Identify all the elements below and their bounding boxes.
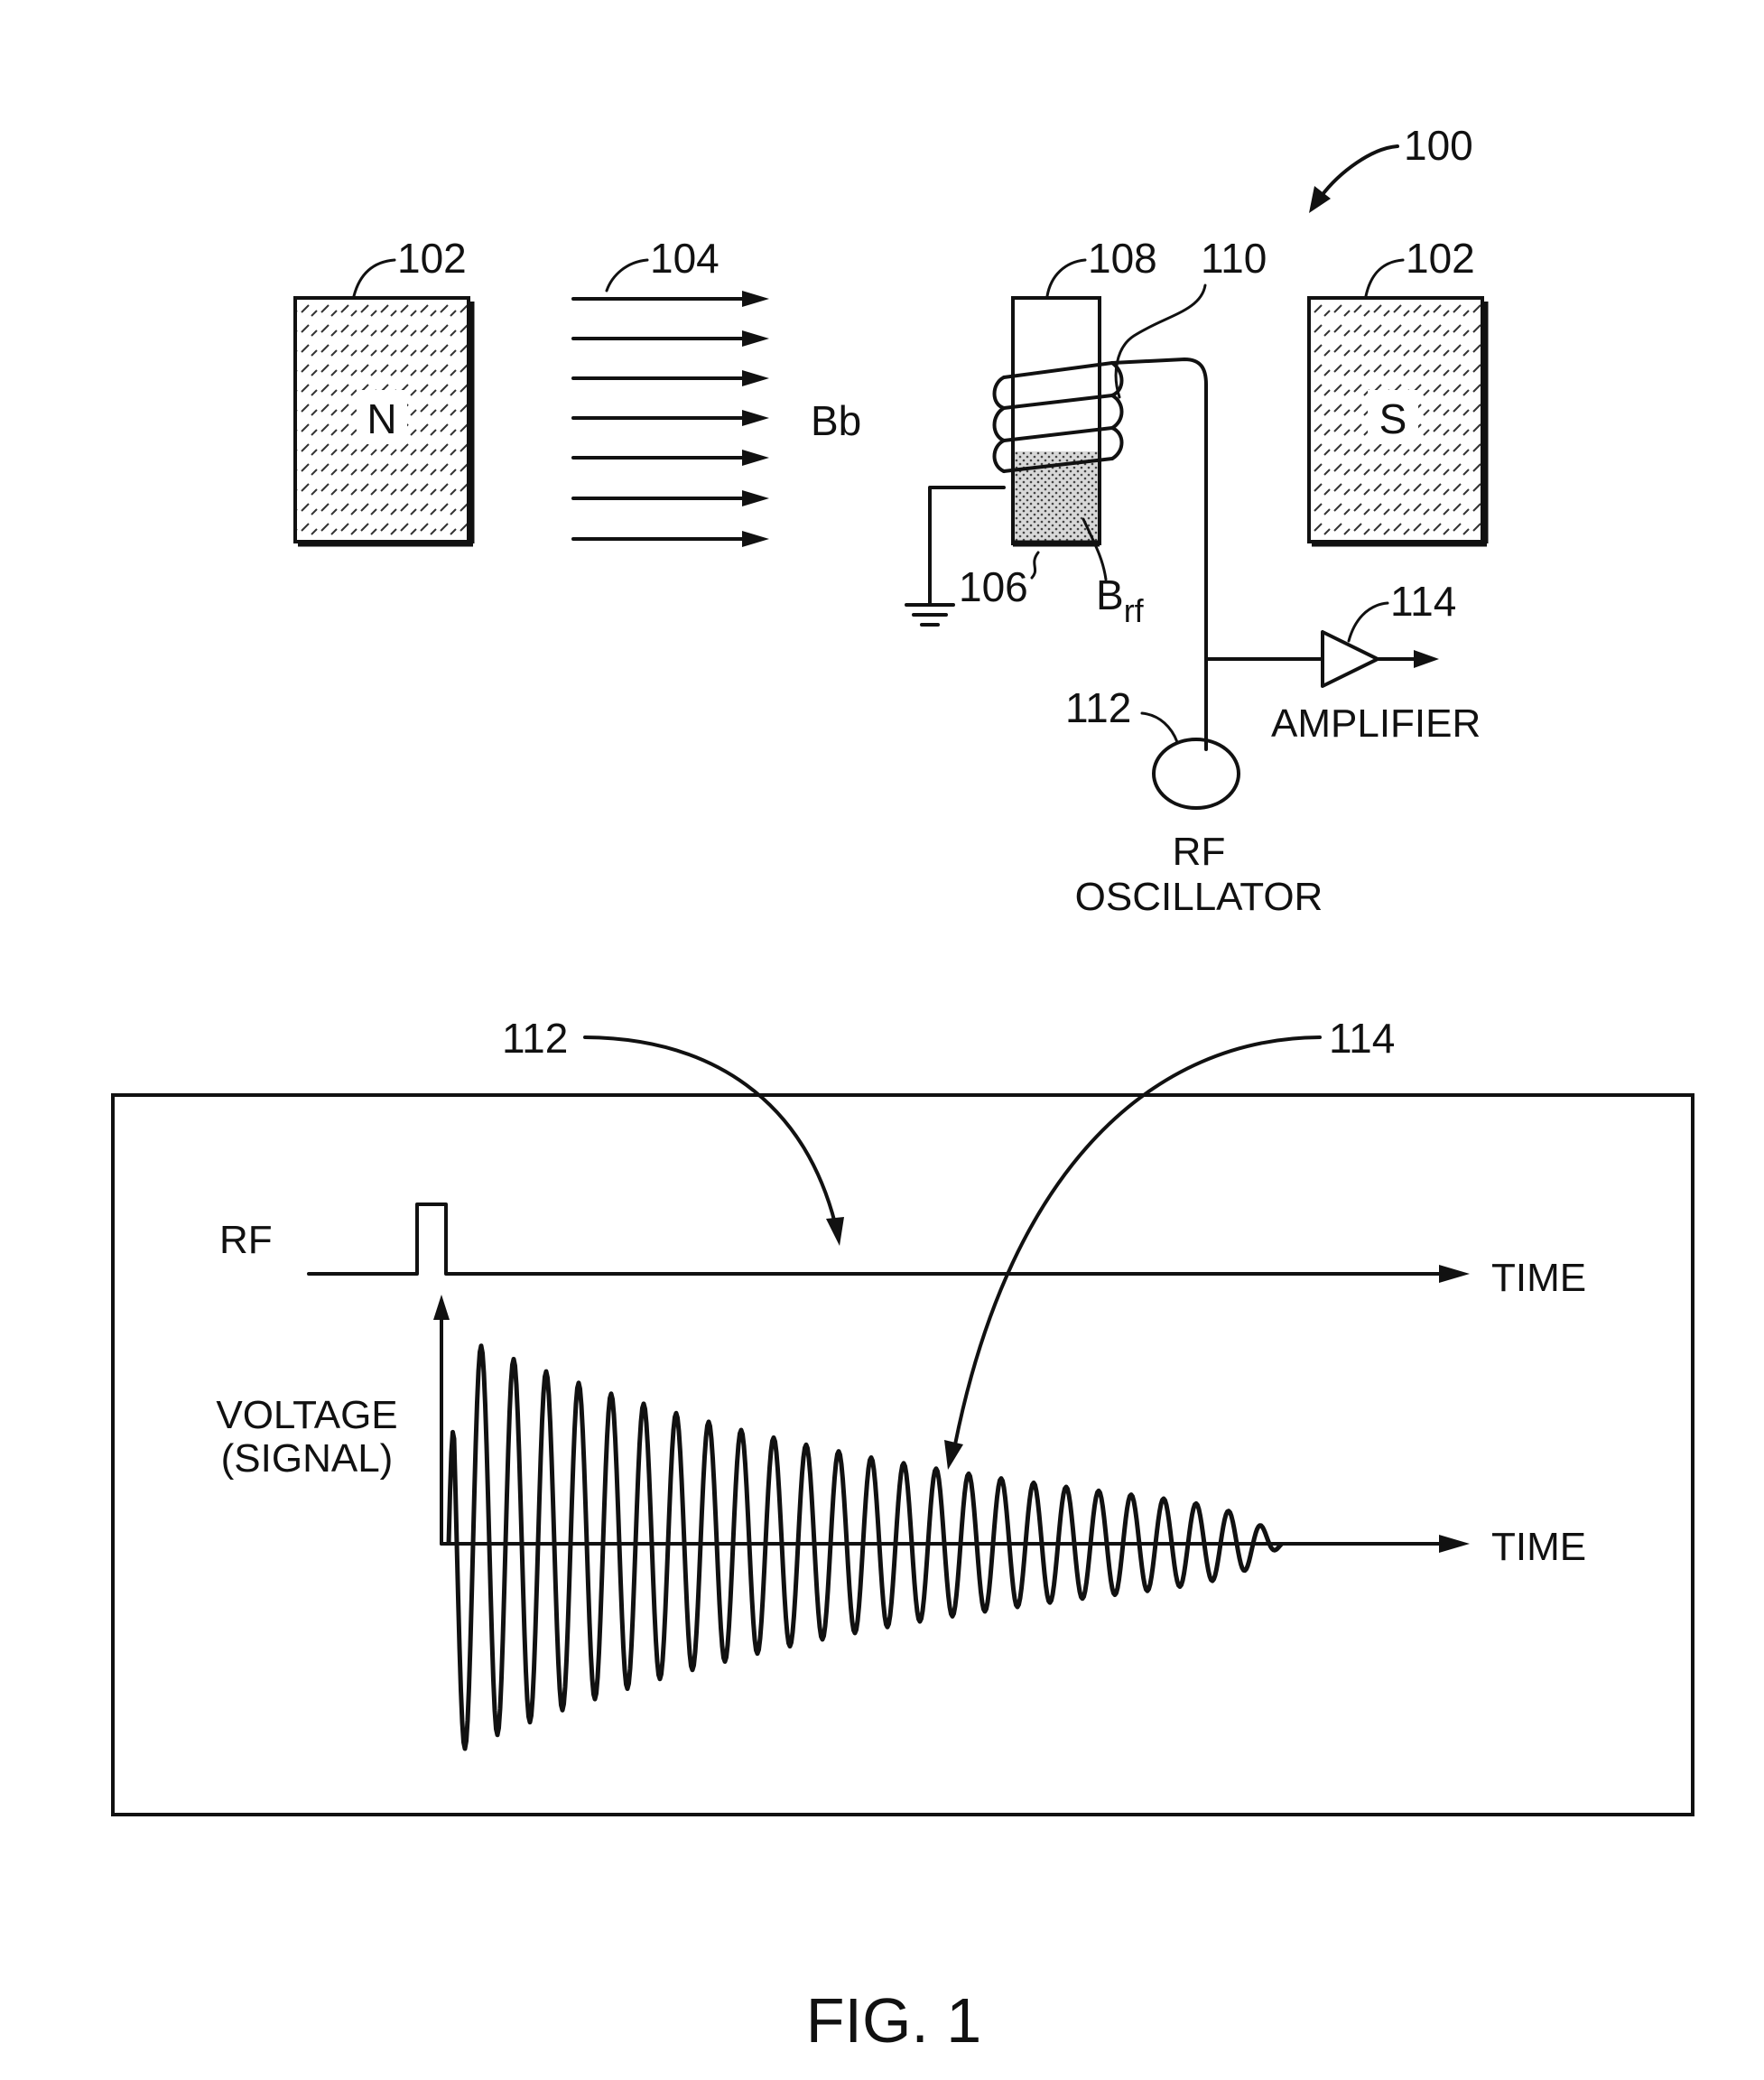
oscillator-symbol [1152,738,1240,810]
magnet-left-ref-leader [352,258,396,298]
system-ref-group: 100 [1309,122,1473,213]
voltage-axis-arrowhead [433,1295,450,1320]
rf-coil [992,358,1208,751]
plot-frame [111,1093,1694,1816]
rf-field-label: Brf [1096,571,1145,629]
oscillator-label-line1: RF [1173,830,1226,874]
coil-ref: 110 [1201,235,1267,282]
field-lines-ref-leader [605,258,649,292]
oscillator-ref: 112 [1065,684,1131,731]
sample-ref: 106 [959,563,1028,610]
magnet-right-ref-leader [1364,258,1405,298]
rf-pulse-pointer-arrowhead [826,1217,844,1246]
north-pole-label: N [367,395,396,442]
signal-time-label: TIME [1491,1525,1586,1569]
sample-tube [1011,296,1101,547]
oscillator-label-line2: OSCILLATOR [1075,875,1323,919]
system-ref-leader [1319,144,1399,199]
system-ref-arrowhead [1309,186,1331,213]
field-lines [571,291,769,547]
rf-field-sub: rf [1124,592,1145,629]
rf-pulse-pointer-ref: 112 [502,1015,568,1062]
voltage-label-line2: (SIGNAL) [221,1436,394,1481]
figure-caption: FIG. 1 [806,1985,981,2056]
signal-time-axis-arrowhead [1439,1535,1470,1553]
rf-pulse-pointer-curve [583,1035,837,1225]
rf-time-arrowhead [1439,1265,1470,1283]
magnet-right-ref: 102 [1406,235,1475,282]
rf-trace-label: RF [219,1218,273,1262]
magnet-south: S [1307,296,1489,547]
sample-ref-leader [1030,551,1040,580]
voltage-label-line1: VOLTAGE [216,1393,397,1437]
south-pole-label: S [1379,395,1407,442]
tube-ref: 108 [1088,235,1157,282]
amplifier-label: AMPLIFIER [1271,701,1481,746]
rf-field-main: B [1096,571,1124,618]
amplifier-ref: 114 [1390,578,1456,625]
field-label: Bb [811,397,861,444]
oscillator-ref-leader [1140,711,1179,744]
magnet-north: N [293,296,475,547]
tube-ref-leader [1045,258,1087,298]
rf-time-label: TIME [1491,1256,1586,1300]
signal-pointer-arrowhead [944,1440,963,1470]
rf-pulse-trace [307,1202,1442,1276]
fid-signal-trace [446,1343,1284,1751]
coil-ref-leader [1114,283,1207,399]
amplifier-symbol [1204,630,1439,688]
ground-icon [905,486,1006,627]
magnet-left-ref: 102 [397,235,467,282]
signal-pointer-ref: 114 [1329,1015,1395,1062]
amplifier-ref-leader [1347,601,1389,643]
signal-pointer-curve [953,1035,1322,1446]
rf-field-leader [1082,517,1108,581]
system-ref: 100 [1404,122,1473,169]
field-lines-ref: 104 [650,235,720,282]
